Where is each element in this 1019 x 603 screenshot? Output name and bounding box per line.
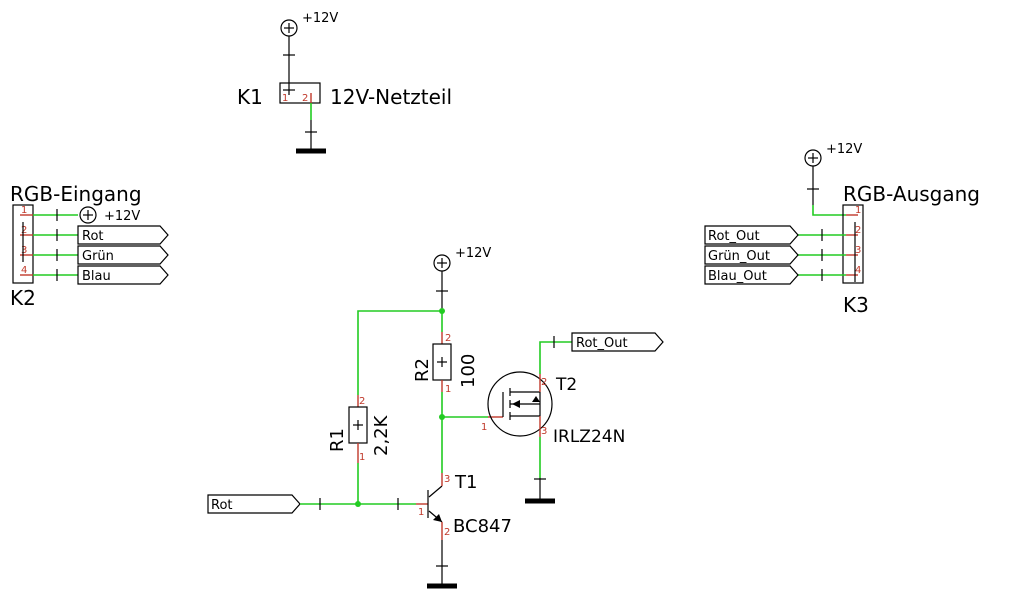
net-flag-rot-out — [704, 225, 799, 245]
resistor-r2: 2 1 R2 100 — [412, 332, 479, 395]
r2-pin-top-number: 2 — [445, 333, 451, 344]
net-label-gruen-out: Grün_Out — [708, 249, 770, 264]
net-flag-blau-out — [704, 265, 799, 285]
k1-pin2-number: 2 — [302, 93, 308, 104]
k2-connector: RGB-Eingang K2 1 2 3 4 +12V Rot Grün Bl — [10, 182, 169, 310]
r1-pin-top-number: 2 — [359, 396, 365, 407]
t1-pin-b-number: 1 — [418, 507, 424, 518]
supply-label-driver: +12V — [455, 246, 491, 261]
k3-pin2-number: 2 — [855, 225, 861, 236]
net-label-gruen-in: Grün — [82, 249, 114, 264]
r2-pin-bottom-number: 1 — [445, 384, 451, 395]
t2-pin-d-number: 2 — [541, 377, 547, 388]
k2-pin2-number: 2 — [21, 225, 27, 236]
k2-pin4-number: 4 — [21, 265, 27, 276]
k2-pin1-number: 1 — [21, 205, 27, 216]
t1-value: BC847 — [453, 516, 512, 537]
resistor-r1: 2 1 R1 2,2K — [327, 395, 392, 463]
k3-pin3-number: 3 — [855, 245, 861, 256]
t1-pin-c-number: 3 — [444, 474, 450, 485]
t1-ref: T1 — [454, 472, 477, 493]
r1-pin-bottom-number: 1 — [359, 452, 365, 463]
net-label-rot-driver: Rot — [211, 498, 233, 513]
net-label-rot-in: Rot — [82, 229, 104, 244]
k3-body — [842, 204, 864, 284]
k2-ref: K2 — [10, 286, 36, 310]
k1-pin1-number: 1 — [282, 93, 288, 104]
net-label-blau-in: Blau — [82, 269, 111, 284]
k1-body — [279, 82, 321, 104]
t2-pin-s-number: 3 — [541, 426, 547, 437]
net-flag-blau-in — [77, 265, 169, 285]
k3-ref: K3 — [843, 293, 869, 317]
t2-pin-g-number: 1 — [481, 422, 487, 433]
k1-ref: K1 — [237, 85, 263, 109]
r1-ref: R1 — [327, 428, 348, 452]
net-flag-rot-out-driver — [571, 332, 664, 352]
driver-circuit: +12V 2 1 R2 100 2 1 — [207, 246, 664, 589]
net-label-blau-out: Blau_Out — [708, 269, 767, 284]
k2-pin3-number: 3 — [21, 245, 27, 256]
supply-label-k1: +12V — [302, 11, 338, 26]
t1-pin-e-number: 2 — [444, 527, 450, 538]
t2-ref: T2 — [555, 375, 577, 395]
net-flag-rot-driver — [207, 494, 301, 514]
net-flag-gruen-out — [704, 245, 799, 265]
net-flag-gruen-in — [77, 245, 169, 265]
supply-label-k2: +12V — [104, 209, 140, 224]
r2-ref: R2 — [412, 358, 433, 382]
k2-body — [12, 204, 34, 284]
k3-value: RGB-Ausgang — [843, 182, 980, 206]
k3-pin1-number: 1 — [855, 205, 861, 216]
t2-value: IRLZ24N — [553, 427, 625, 447]
k1-value: 12V-Netzteil — [330, 85, 452, 109]
supply-symbol-k2 — [79, 206, 97, 224]
k3-pin4-number: 4 — [855, 265, 861, 276]
k2-value: RGB-Eingang — [10, 182, 142, 206]
transistor-t1: 1 3 2 T1 BC847 — [416, 472, 512, 540]
net-label-rot-out-driver: Rot_Out — [576, 336, 628, 351]
net-flag-rot-in — [77, 225, 169, 245]
mosfet-t2: 1 2 3 T2 IRLZ24N — [481, 371, 625, 447]
r1-value: 2,2K — [371, 414, 392, 456]
k1-connector: +12V 1 2 K1 12V-Netzteil — [237, 11, 452, 154]
net-label-rot-out: Rot_Out — [708, 229, 760, 244]
k3-connector: +12V RGB-Ausgang K3 1 2 3 4 Rot_Out Grün… — [704, 142, 980, 317]
supply-label-k3: +12V — [826, 142, 862, 157]
r2-value: 100 — [458, 354, 479, 388]
